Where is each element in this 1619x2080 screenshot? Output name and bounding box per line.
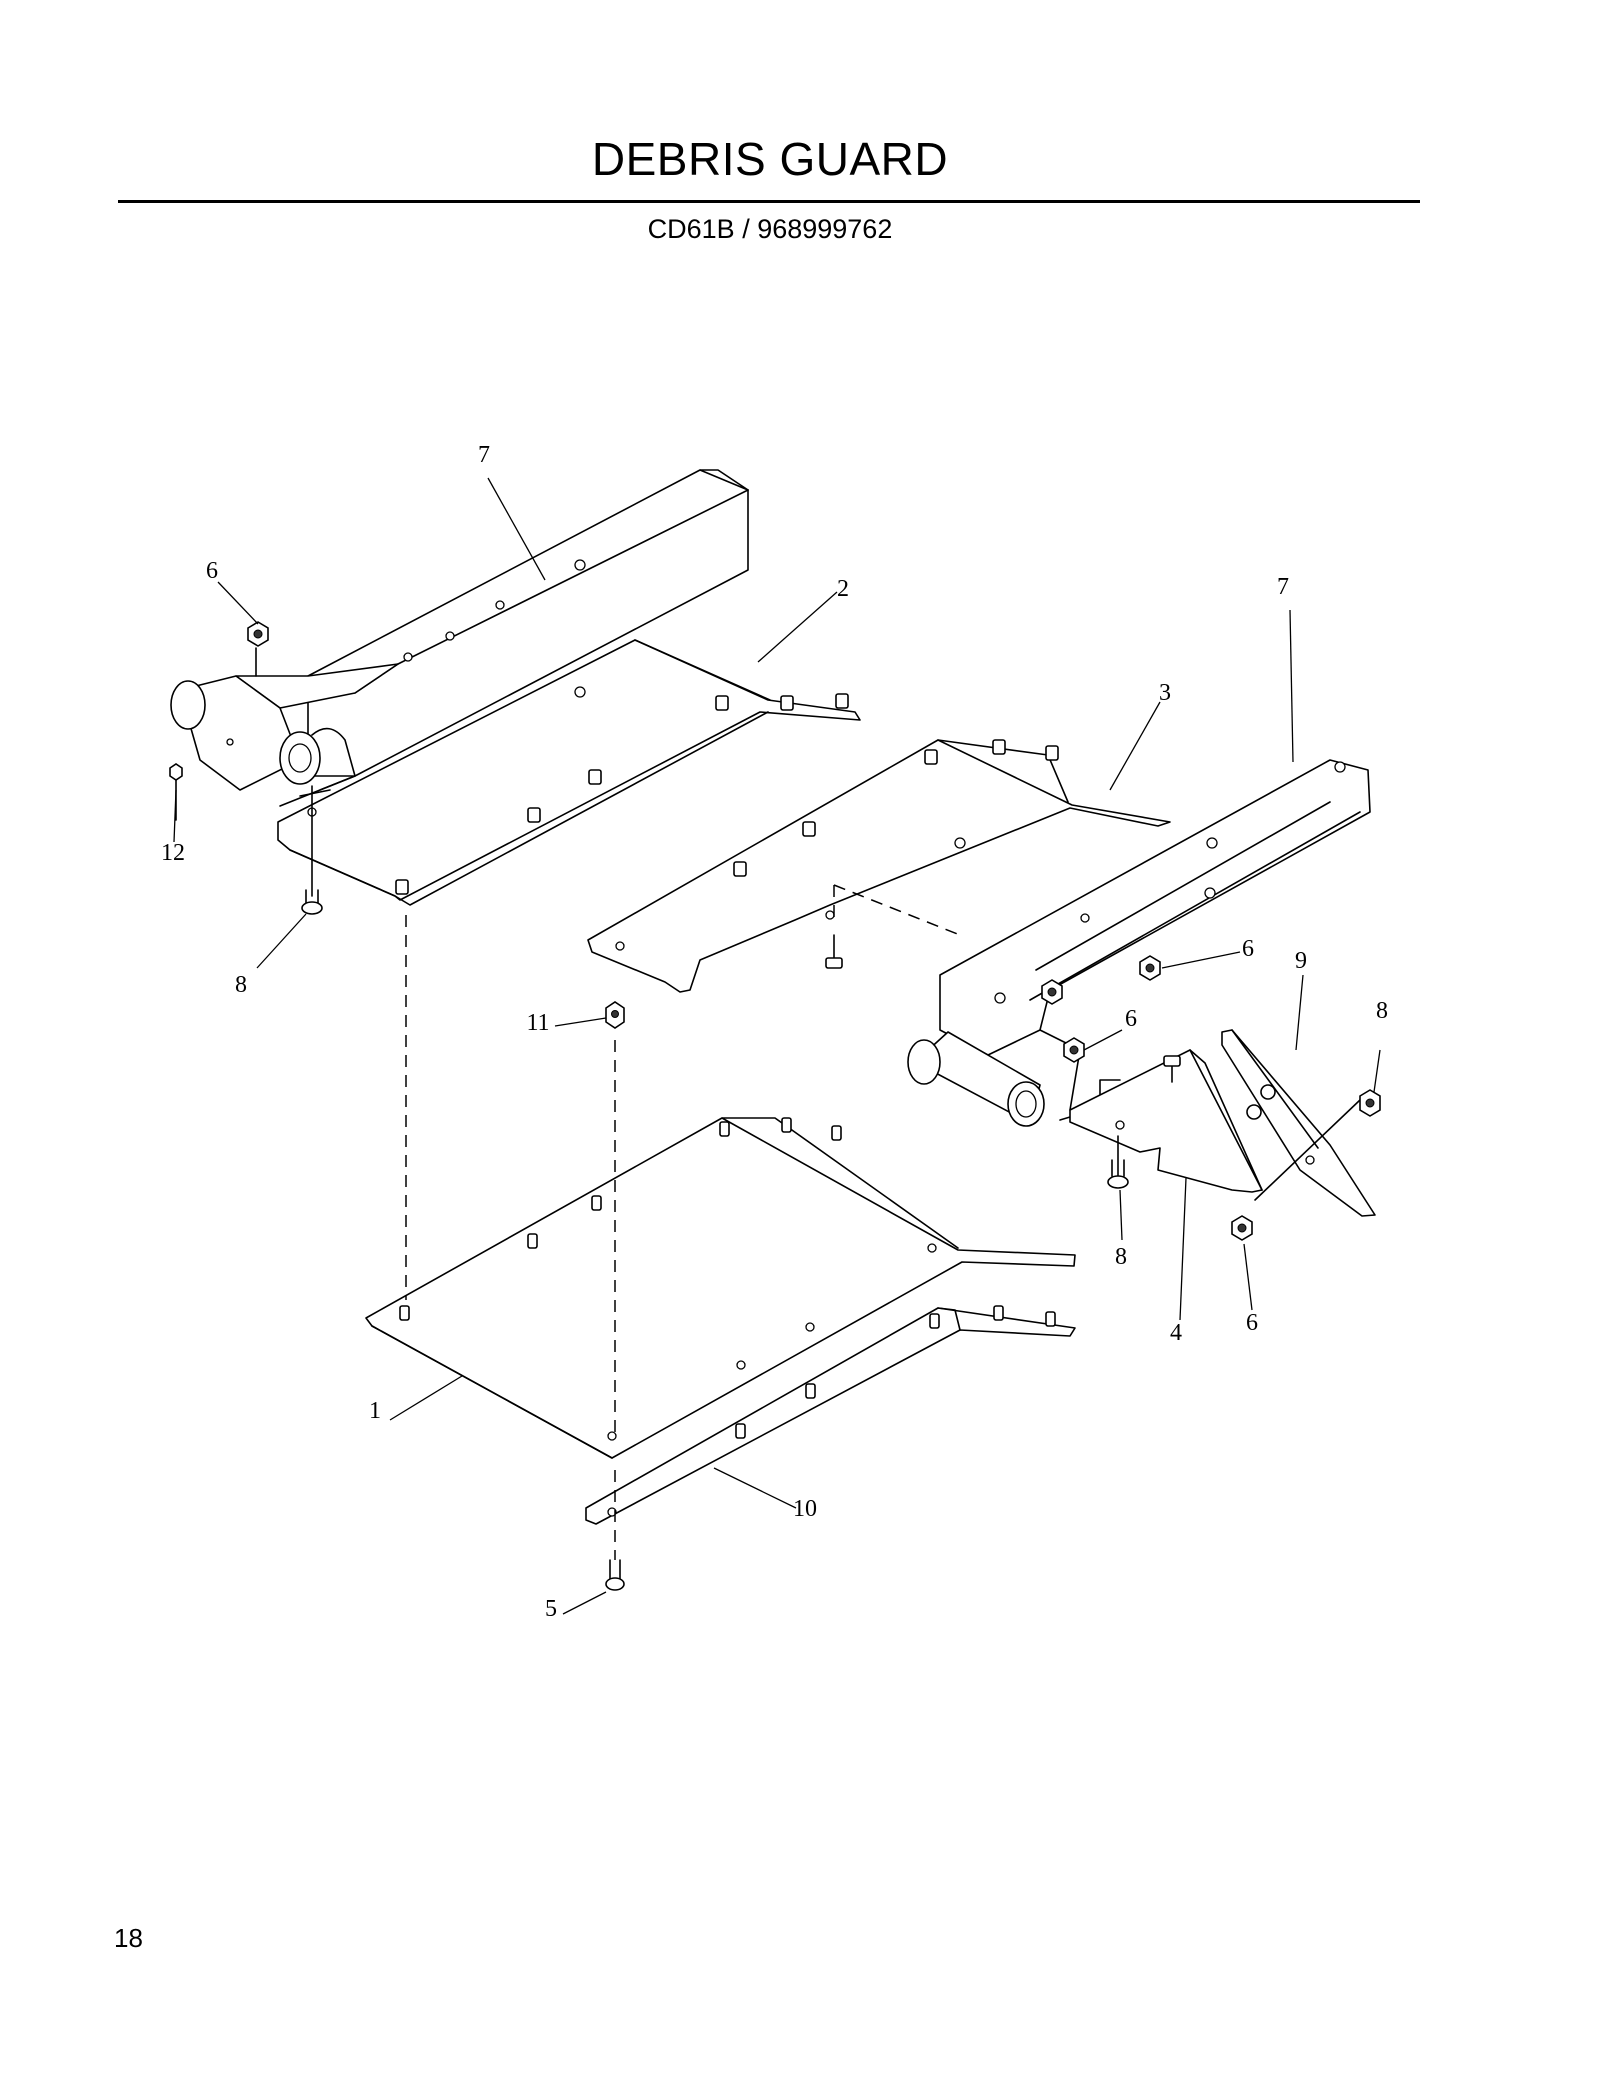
callout-8-middle-right: 8 [1115,1244,1127,1270]
stud [715,695,729,711]
part-4-bracket [1069,1049,1263,1193]
stud [527,807,541,823]
stud [929,1313,940,1329]
nut-6-rail [1041,979,1063,1005]
callout-6-right-upper: 6 [1242,936,1254,962]
nut-6-top-left [247,621,269,677]
stud [1045,1311,1056,1327]
part-3-middle-plate [587,739,1171,993]
callout-11: 11 [526,1010,549,1036]
callout-6-bottom-right: 6 [1246,1310,1258,1336]
stud [719,1121,730,1137]
bolt-8-middle-right [1107,1135,1129,1189]
stud [993,1305,1004,1321]
right-frame-rail [907,759,1371,1127]
page-number: 18 [114,1923,143,1953]
nut-6-bottom-right [1231,1215,1253,1241]
stud [835,693,849,709]
stud [802,821,816,837]
callout-8-far-right: 8 [1376,998,1388,1024]
left-frame-rail [170,469,749,807]
callout-2: 2 [837,576,849,602]
callout-7-right: 7 [1277,574,1289,600]
stud [399,1305,410,1321]
leader-lines [173,477,1381,1615]
callout-7-left: 7 [478,442,490,468]
stud [1045,745,1059,761]
title-divider [118,200,1420,203]
callout-6-top-left: 6 [206,558,218,584]
bolt-8-left [301,785,323,915]
callout-6-right-mid: 6 [1125,1006,1137,1032]
callout-5: 5 [545,1596,557,1622]
stud [780,695,794,711]
part-2-upper-plate [277,639,861,906]
part-9-side-plate [1221,1029,1376,1217]
page-title: DEBRIS GUARD [591,133,949,185]
callout-10: 10 [793,1496,817,1522]
stud [395,879,409,895]
stud [527,1233,538,1249]
stud [831,1125,842,1141]
stud [588,769,602,785]
stud [992,739,1006,755]
model-subtitle: CD61B / 968999762 [647,214,893,244]
nut-6-right-mid [1063,1037,1085,1063]
part-10-strip [585,1305,1076,1525]
callout-1: 1 [369,1398,381,1424]
callout-8-left: 8 [235,972,247,998]
nut-11 [605,1001,625,1029]
stud [735,1423,746,1439]
nut-6-right-upper [1139,955,1161,981]
stud [733,861,747,877]
callout-3: 3 [1159,680,1171,706]
callout-12: 12 [161,840,185,866]
part-1-main-plate [365,1117,1076,1459]
stud [781,1117,792,1133]
bolt-5 [605,1470,625,1591]
callout-4: 4 [1170,1320,1182,1346]
callout-9: 9 [1295,948,1307,974]
stud [591,1195,602,1211]
stud [805,1383,816,1399]
stud [924,749,938,765]
bolt-8-far-right [1359,1089,1381,1117]
